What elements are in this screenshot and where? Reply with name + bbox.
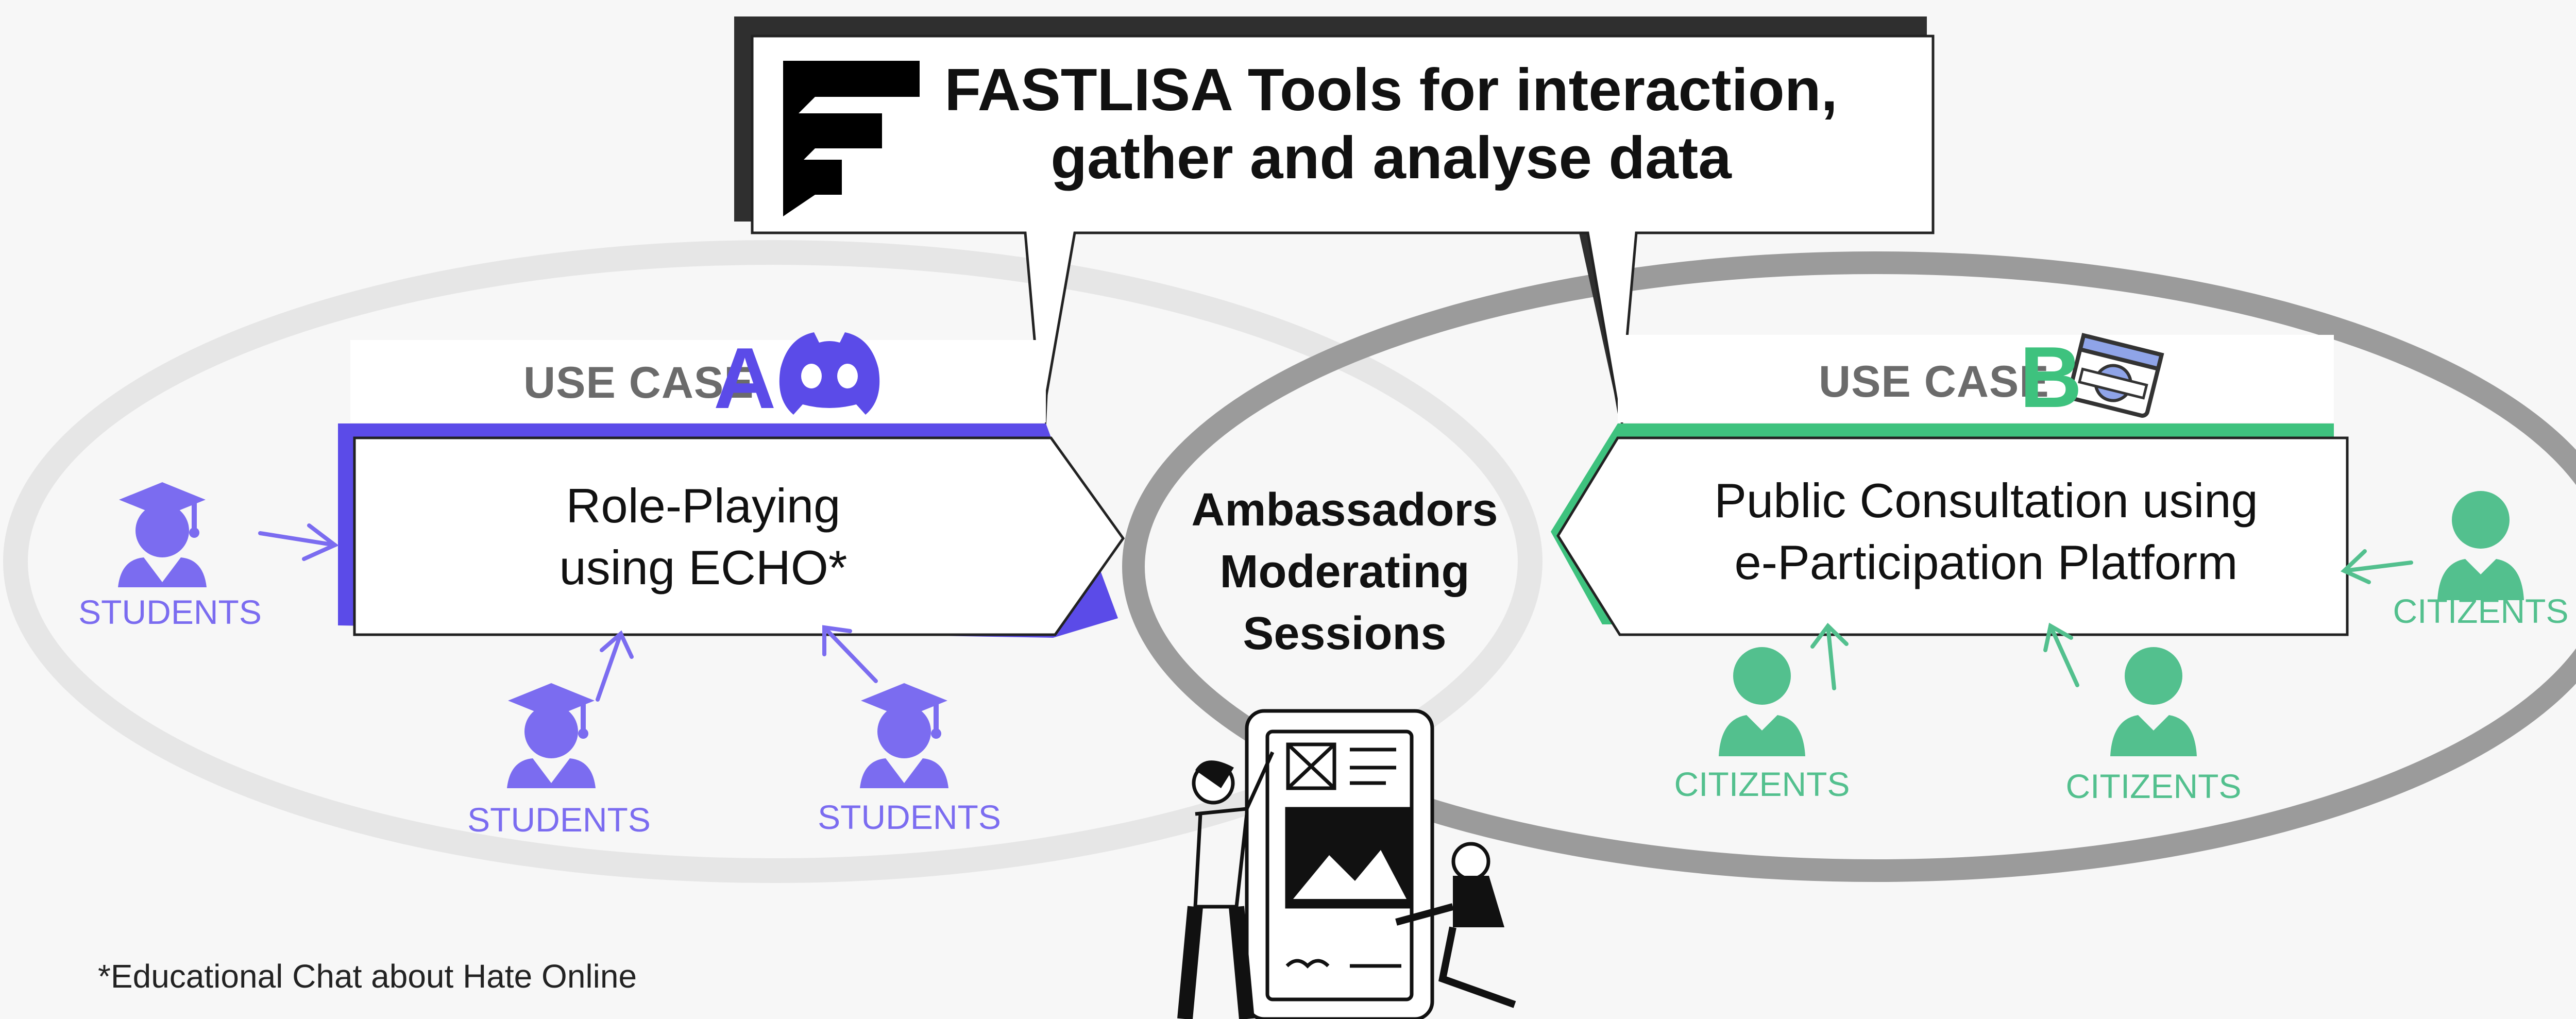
- use-case-a-box: [338, 423, 1125, 638]
- center-text: Ambassadors Moderating Sessions: [1128, 479, 1561, 665]
- students-label: STUDENTS: [818, 798, 1001, 836]
- title-line-1: FASTLISA Tools for interaction,: [944, 56, 1838, 123]
- citizen-arrows: [1810, 549, 2413, 690]
- title-line-2: gather and analyse data: [1050, 124, 1732, 191]
- person-icon: [2110, 647, 2197, 756]
- discord-icon: [779, 332, 880, 415]
- students-label: STUDENTS: [467, 801, 651, 839]
- center-line-1: Ambassadors: [1191, 484, 1498, 536]
- center-line-2: Moderating: [1219, 546, 1470, 598]
- www-browser-icon: [2067, 333, 2164, 418]
- use-case-a-letter: A: [714, 330, 776, 427]
- center-line-3: Sessions: [1243, 608, 1447, 659]
- use-case-b-box-line-2: e-Participation Platform: [1734, 535, 2238, 589]
- graduate-icon: [507, 683, 596, 788]
- use-case-a-box-line-2: using ECHO*: [559, 540, 848, 595]
- citizens-label: CITIZENTS: [2065, 767, 2242, 805]
- students-label: STUDENTS: [78, 593, 262, 631]
- graduate-icon: [860, 683, 948, 788]
- use-case-b-box-line-1: Public Consultation using: [1714, 473, 2258, 528]
- use-case-b-box-text: Public Consultation using e-Participatio…: [1618, 470, 2354, 593]
- title-text: FASTLISA Tools for interaction, gather a…: [773, 56, 2009, 192]
- graduate-icon: [118, 482, 207, 587]
- footnote: *Educational Chat about Hate Online: [98, 958, 637, 995]
- use-case-b-ellipse: [1122, 251, 2576, 882]
- use-case-a-ellipse: [3, 240, 1543, 883]
- use-case-a-box-line-1: Role-Playing: [566, 479, 841, 533]
- use-case-b-label: USE CASE: [1819, 357, 2049, 406]
- people-with-tablet-illustration: [1177, 709, 1516, 1019]
- use-case-a-box-text: Role-Playing using ECHO*: [355, 475, 1051, 599]
- use-case-a-label: USE CASE: [523, 358, 754, 407]
- use-case-b-letter: B: [2020, 329, 2082, 426]
- citizens-label: CITIZENTS: [2393, 592, 2569, 630]
- citizens-label: CITIZENTS: [1674, 765, 1850, 803]
- person-icon: [1719, 647, 1805, 756]
- person-icon: [2437, 491, 2524, 600]
- fastlisa-logo-icon: [783, 61, 920, 216]
- title-callout: [734, 16, 1935, 433]
- use-case-b-header-bg: [1618, 335, 2334, 422]
- use-case-a-header-bg: [350, 340, 1046, 422]
- student-arrows: [258, 523, 878, 702]
- use-case-b-box: [1551, 423, 2349, 636]
